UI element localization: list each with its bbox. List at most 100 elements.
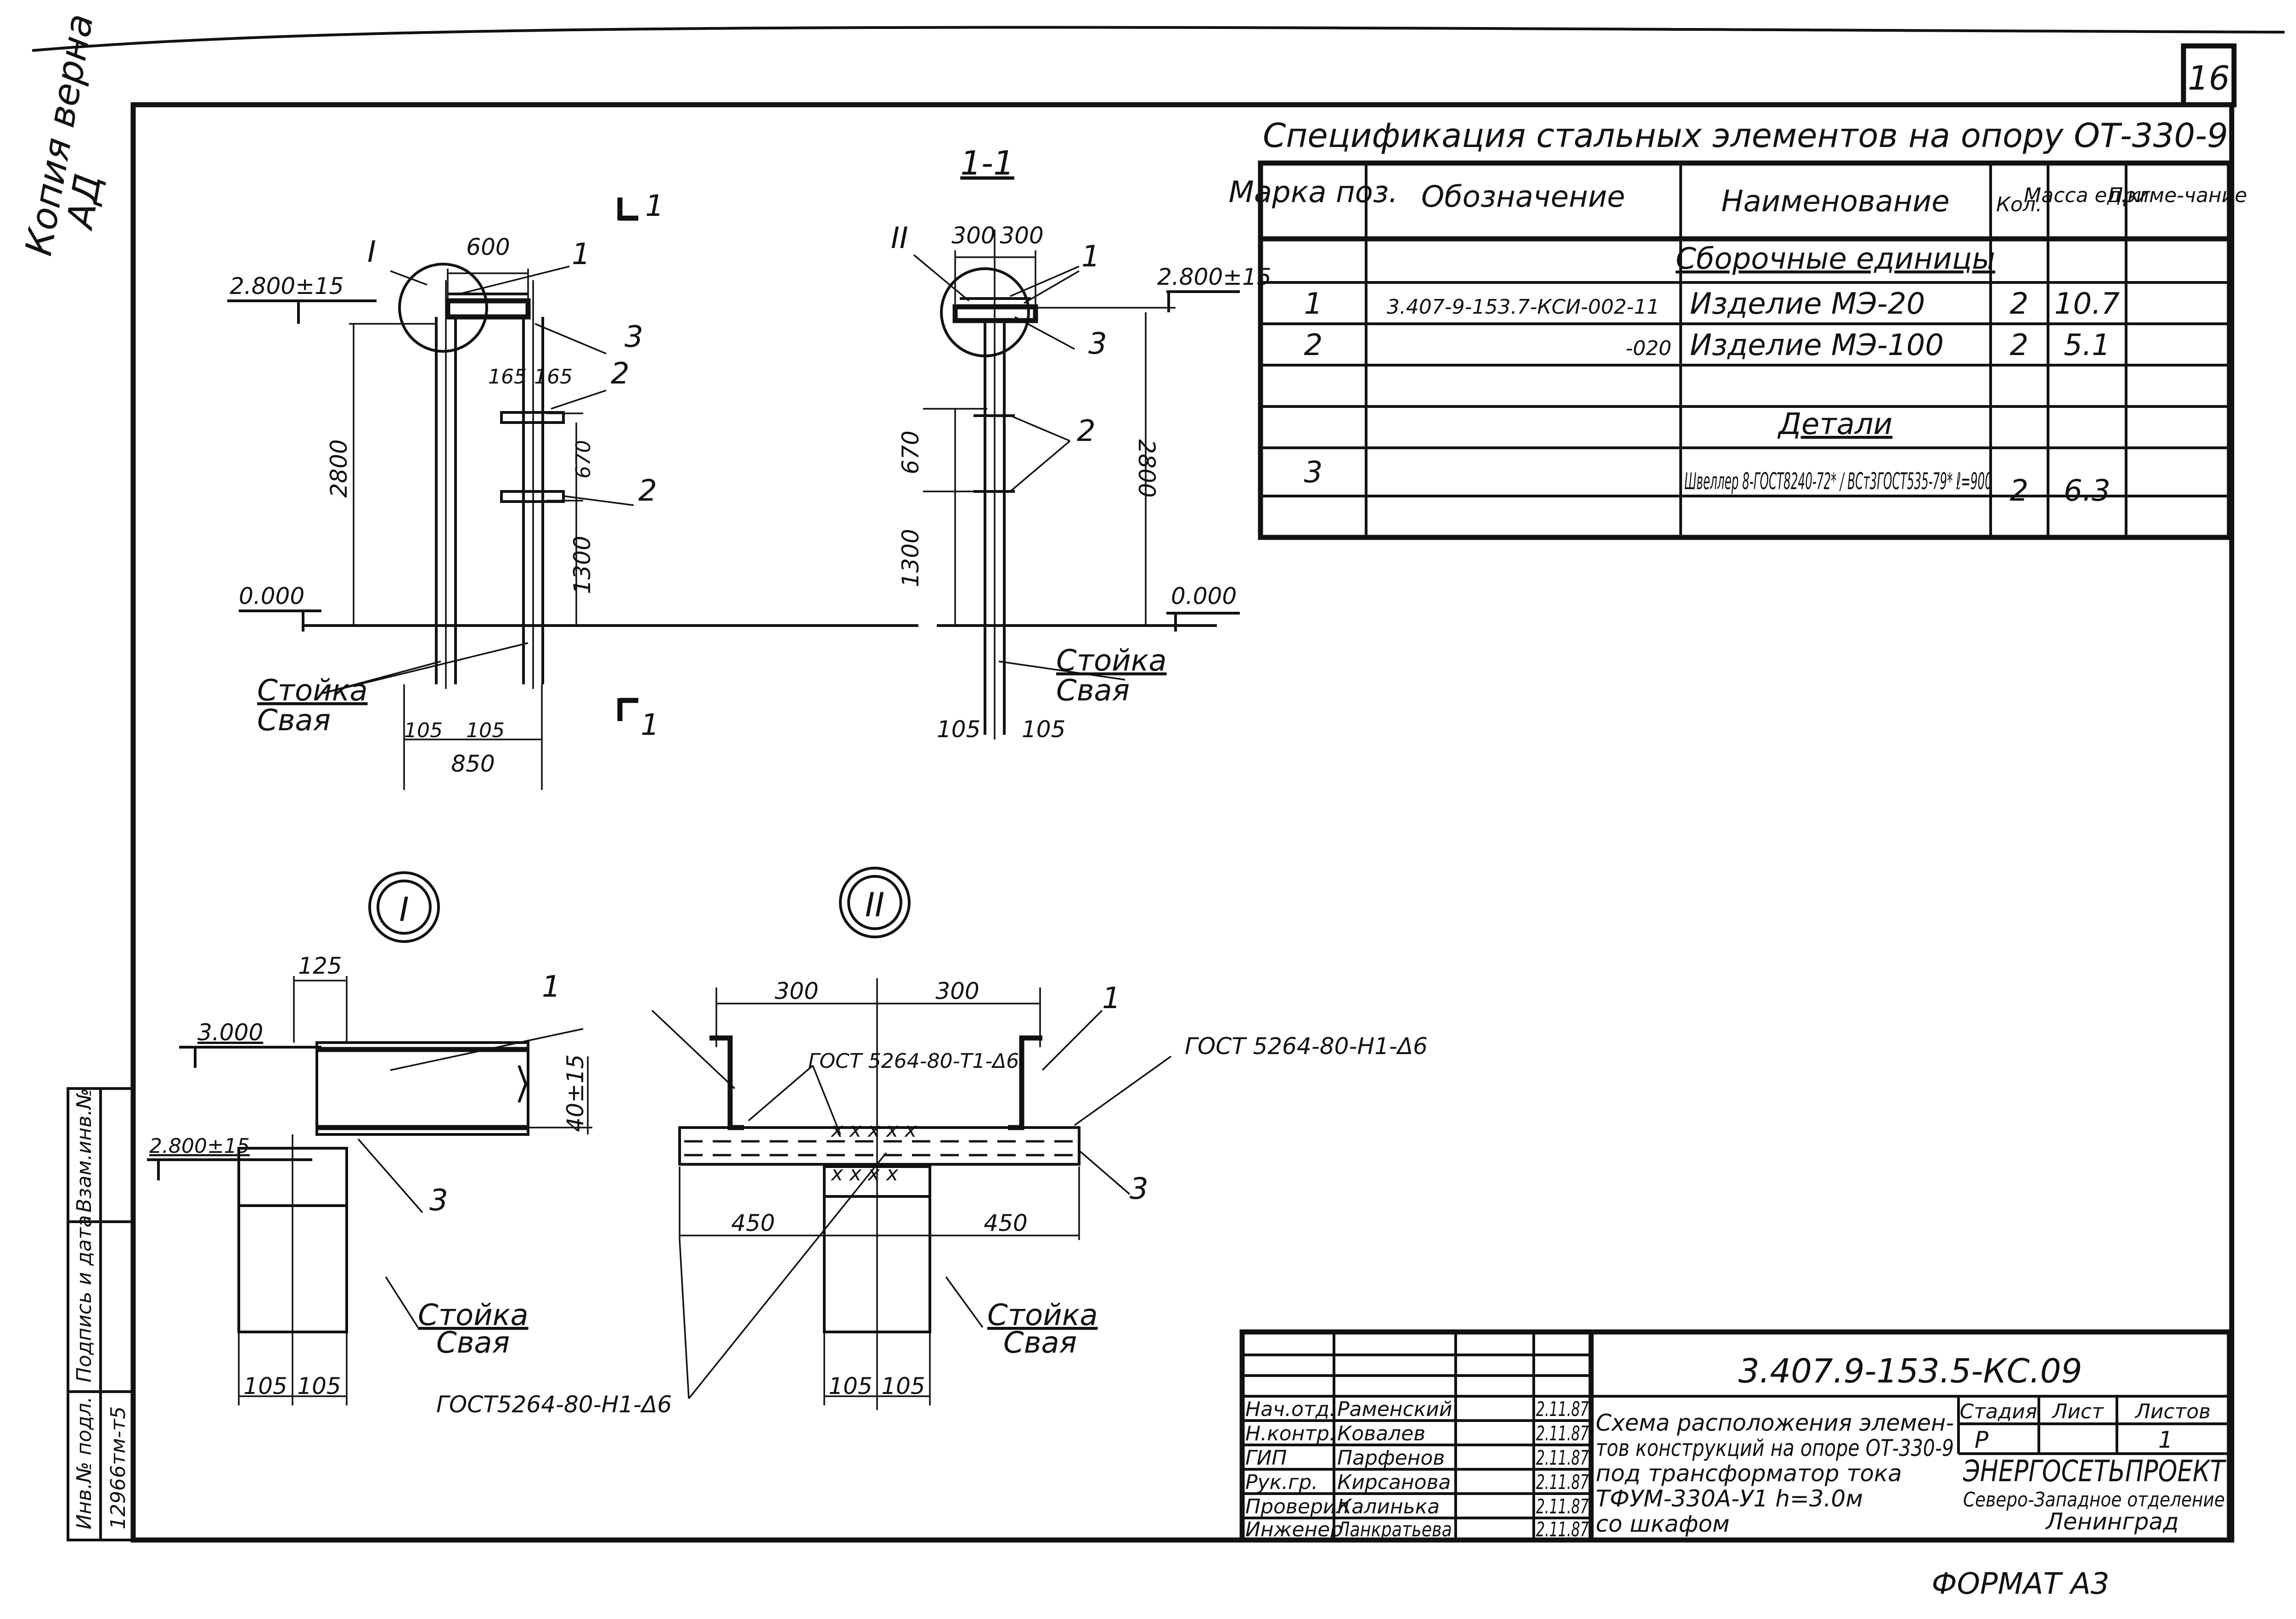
description-line: со шкафом (1596, 1511, 1730, 1537)
detail2-dim: 105 (881, 1373, 925, 1399)
detail1-stand-label: Стойка (418, 1298, 529, 1332)
section-title: 1-1 (960, 144, 1014, 182)
stamp-inv-label: Инв.№ подл. (73, 1396, 96, 1529)
description-line: ТФУМ-330А-У1 h=3.0м (1596, 1485, 1863, 1512)
detail1-level-top: 3.000 (197, 1019, 263, 1046)
staff-name: Ковалев (1337, 1422, 1425, 1445)
detail2-stand-label: Стойка (987, 1298, 1098, 1332)
spec-row-qty: 2 (2010, 287, 2029, 321)
detail2-part-label: 3 (1130, 1172, 1148, 1206)
spec-row-name: Изделие МЭ-100 (1690, 328, 1944, 362)
spec-row-mark: 3 (1304, 456, 1323, 490)
staff-name: Ланкратьева (1336, 1518, 1452, 1541)
staff-name: Раменский (1337, 1398, 1452, 1421)
spec-section-details: Детали (1777, 407, 1892, 441)
spec-section-assemblies: Сборочные единицы (1676, 242, 1995, 276)
org-name: ЭНЕРГОСЕТЬПРОЕКТ (1963, 1455, 2227, 1489)
detail2-pile-label: Свая (1003, 1326, 1077, 1360)
spec-header-note: Приме-чание (2108, 184, 2247, 207)
elev-dim: 2800 (326, 439, 352, 497)
section-dim: 105 (1022, 716, 1065, 743)
spec-row-mark: 1 (1304, 287, 1323, 321)
elev-part-label: 1 (572, 237, 591, 271)
detail2-weld-right: ГОСТ 5264-80-Н1-Δ6 (1185, 1033, 1428, 1060)
elev-dim: 105 (404, 719, 443, 742)
margin-initials: АД (58, 171, 110, 234)
staff-role: ГИП (1245, 1446, 1287, 1470)
spec-row-mass: 10.7 (2054, 287, 2120, 321)
weld-marks-top: x x x x x (830, 1118, 917, 1142)
elev-dim: 165 (534, 365, 573, 389)
section-pile-label: Свая (1056, 674, 1130, 708)
elev-level-top: 2.800±15 (230, 273, 344, 299)
doc-number: 3.407.9-153.5-КС.09 (1739, 1352, 2082, 1390)
section-node-callout: II (891, 221, 908, 255)
spec-row-name: Изделие МЭ-20 (1690, 287, 1925, 321)
stage-header: Стадия (1960, 1400, 2037, 1423)
detail1-title-circle (368, 871, 440, 943)
elev-dim: 1300 (569, 536, 596, 594)
detail2-dim: 105 (828, 1373, 872, 1399)
staff-role: Инженер (1245, 1518, 1343, 1541)
detail2-geometry: x x x x x x x x x (651, 978, 1172, 1410)
detail1-dim: 105 (243, 1373, 287, 1399)
detail2-title-circle-inner (847, 875, 902, 930)
elev-dim: 670 (572, 440, 595, 479)
staff-date: 2.11.87 (1536, 1471, 1589, 1494)
sheet-value: 1 (2158, 1427, 2173, 1453)
detail2-dim: 450 (731, 1210, 775, 1236)
spec-row-qty: 2 (2010, 328, 2029, 362)
section-stand-label: Стойка (1056, 644, 1167, 678)
stamp-replace-label: Взам.инв.№ (73, 1088, 96, 1213)
elev-stand-label: Стойка (257, 674, 368, 708)
detail1-dim: 125 (298, 953, 342, 979)
description-line: Схема расположения элемен- (1596, 1410, 1954, 1436)
elev-part-label: 3 (625, 320, 643, 354)
detail2-title-circle (839, 867, 911, 938)
spec-header-qty: Кол. (1996, 193, 2042, 216)
detail1-geometry (147, 976, 592, 1405)
detail1-title: I (399, 890, 409, 929)
staff-name: Кирсанова (1337, 1471, 1451, 1494)
elev-dim: 105 (466, 719, 505, 742)
staff-date: 2.11.87 (1536, 1446, 1589, 1470)
title-block-grid (1239, 1329, 2232, 1543)
staff-date: 2.11.87 (1536, 1422, 1589, 1445)
spec-header-mass: Масса ед.кг (2024, 184, 2150, 207)
weld-marks-bottom: x x x x (830, 1162, 899, 1185)
elev-part-label: 2 (611, 357, 630, 391)
staff-role: Проверил (1245, 1495, 1349, 1518)
detail2-weld-bottom: ГОСТ5264-80-Н1-Δ6 (436, 1391, 672, 1418)
format-label: ФОРМАТ А3 (1932, 1567, 2110, 1601)
spec-row-mark: 2 (1304, 328, 1323, 362)
detail2-dim: 300 (775, 978, 818, 1004)
staff-date: 2.11.87 (1536, 1495, 1589, 1518)
spec-row-designation: 3.407-9-153.7-КСИ-002-11 (1387, 295, 1660, 319)
section-level-ground: 0.000 (1171, 583, 1237, 609)
staff-date: 2.11.87 (1536, 1518, 1589, 1541)
detail2-weld-top: ГОСТ 5264-80-Т1-Δ6 (808, 1049, 1019, 1073)
detail1-dim: 40±15 (562, 1054, 589, 1132)
spec-row-qty: 2 (2010, 474, 2029, 508)
org-branch: Северо-Западное отделение (1963, 1488, 2225, 1512)
detail1-dim: 105 (297, 1373, 341, 1399)
side-stamp (67, 1087, 135, 1541)
spec-header-designation: Обозначение (1421, 180, 1625, 214)
page-number: 16 (2188, 59, 2230, 97)
elevation-geometry (227, 197, 918, 790)
spec-table-grid (1258, 160, 2232, 540)
sheet-frame (32, 26, 2285, 1543)
staff-role: Н.контр. (1245, 1422, 1336, 1445)
section-dim: 670 (897, 430, 924, 474)
staff-name: Калинька (1337, 1495, 1440, 1518)
description-line: под трансформатор тока (1596, 1460, 1902, 1487)
elev-marker-bottom: 1 (641, 708, 659, 742)
elev-dim: 600 (466, 234, 510, 260)
section-part-label: 1 (1081, 240, 1100, 274)
elev-dim: 165 (488, 365, 527, 389)
sheet-header: Лист (2051, 1400, 2104, 1423)
section-dim: 2800 (1133, 439, 1160, 497)
detail2-title: II (865, 886, 884, 924)
elev-part-label: 2 (638, 474, 657, 508)
